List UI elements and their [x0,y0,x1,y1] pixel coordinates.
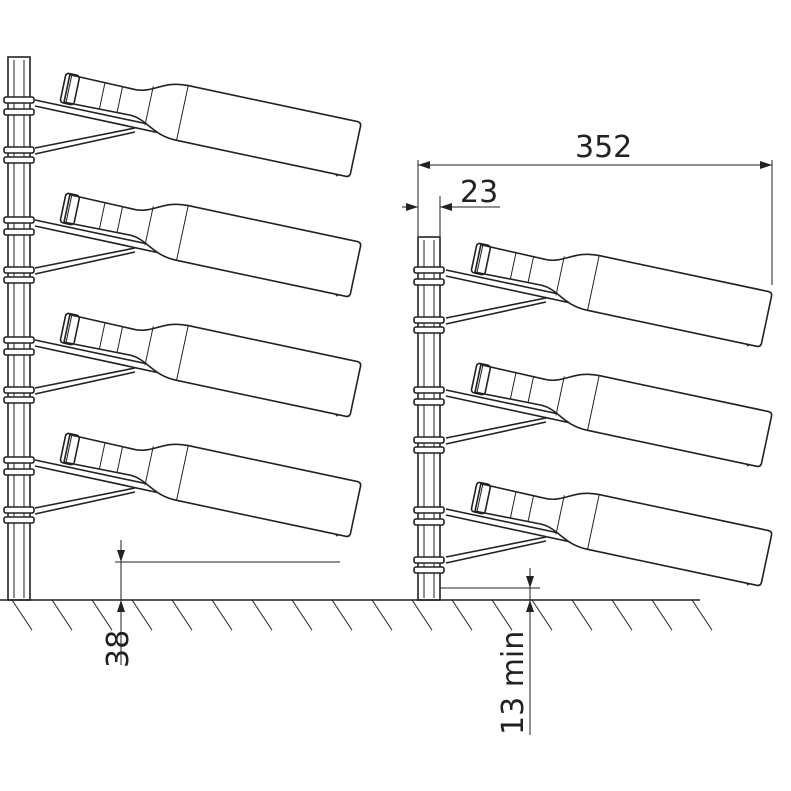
floor-hatch-line [371,599,393,631]
floor-hatch-line [331,599,353,631]
dimension-23-label: 23 [460,175,498,210]
floor-hatch-line [651,599,673,631]
floor-hatch-line [131,599,153,631]
floor-hatch-line [51,599,73,631]
dimension-352-label: 352 [575,130,632,165]
floor-hatch-line [171,599,193,631]
floor-hatch-line [91,599,113,631]
floor-hatch-line [491,599,513,631]
right-wall-post [417,236,441,601]
floor-hatch-line [531,599,553,631]
dimension-13-min: 13 min [440,568,540,735]
left-bottle-1 [34,59,363,178]
dimension-23: 23 [402,175,500,236]
dimension-38-label: 38 [101,630,136,668]
dimension-13-min-label: 13 min [496,631,531,735]
floor-line [0,599,713,631]
floor-hatch-line [571,599,593,631]
left-bottle-3 [34,299,363,418]
floor-hatch-line [11,599,33,631]
dimension-352: 352 [417,130,773,285]
left-bottle-2 [34,179,363,298]
floor-hatch-line [451,599,473,631]
right-bottle-1 [445,229,774,348]
floor-hatch-line [251,599,273,631]
floor-hatch-line [211,599,233,631]
floor-hatch-line [291,599,313,631]
dimension-38: 38 [101,540,340,668]
right-bottle-3 [445,468,774,587]
floor-hatch-line [691,599,713,631]
floor-hatch-line [611,599,633,631]
right-bottle-2 [445,349,774,468]
left-bottle-4 [34,419,363,538]
floor-hatch-line [411,599,433,631]
